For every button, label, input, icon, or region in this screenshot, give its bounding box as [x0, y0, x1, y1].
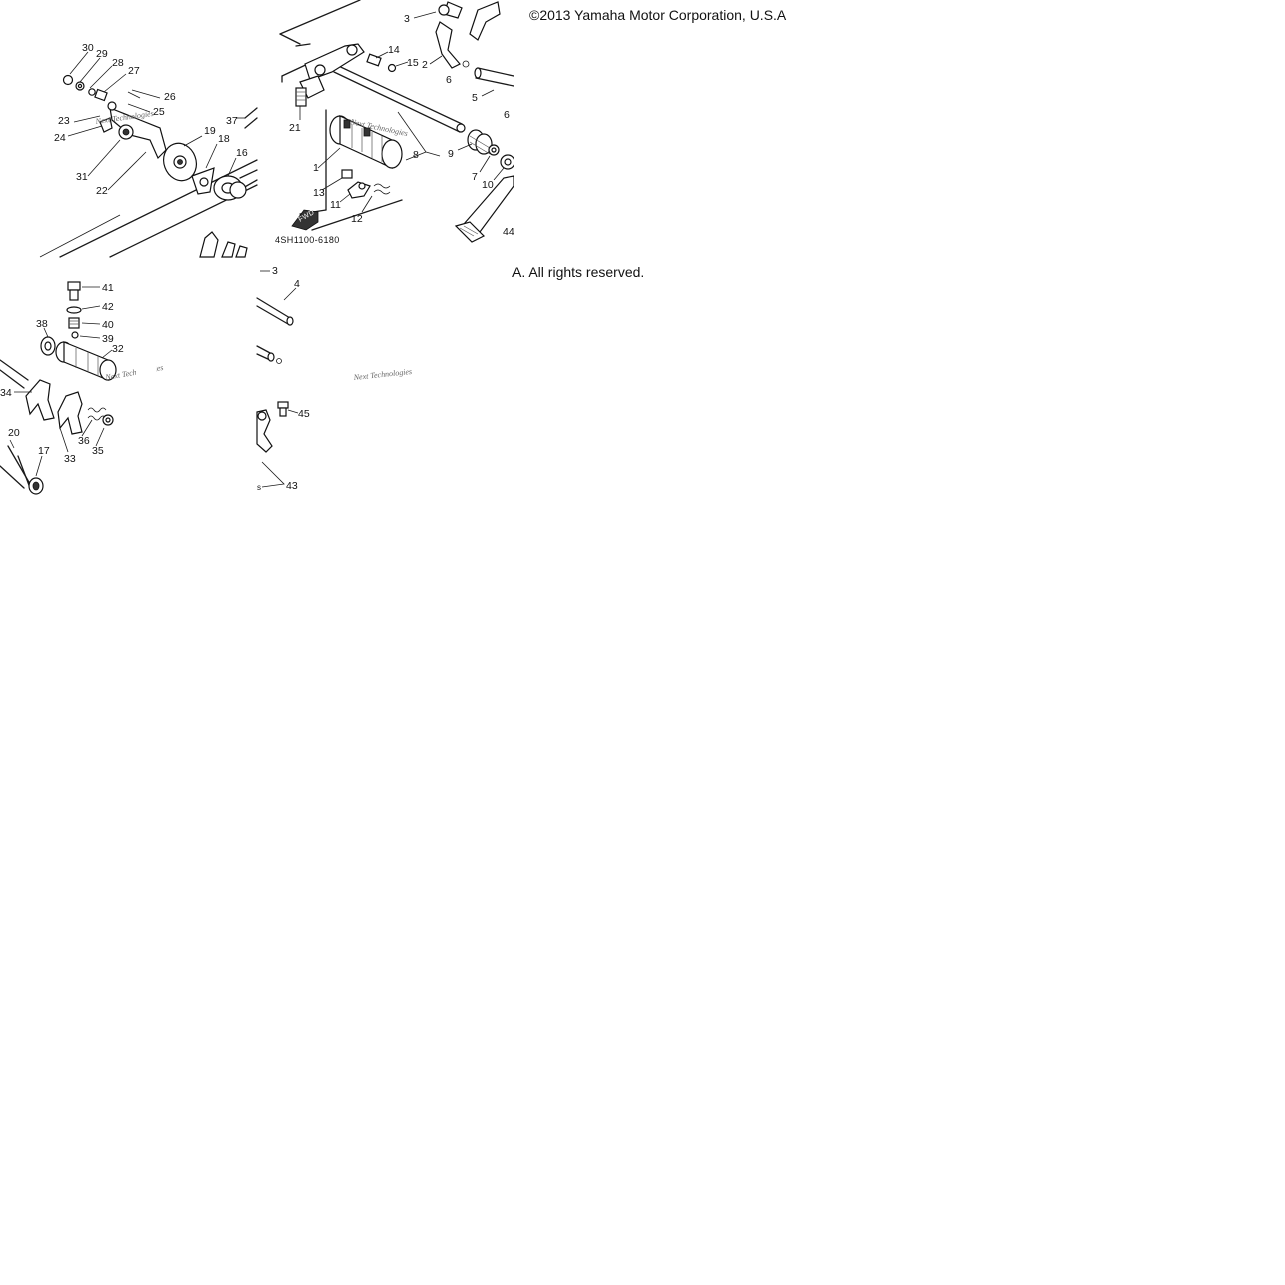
- callout-39: 39: [102, 333, 114, 345]
- callout-16: 16: [236, 147, 248, 159]
- callout-9: 9: [448, 148, 454, 160]
- callout-17: 17: [38, 445, 50, 457]
- watermark-d: Next Technologies: [352, 367, 412, 382]
- callout-10: 10: [482, 179, 494, 191]
- callout-27: 27: [128, 65, 140, 77]
- callout-21: 21: [289, 122, 301, 134]
- callout-6: 6: [446, 74, 452, 86]
- callout-13: 13: [313, 187, 325, 199]
- callout-1: 1: [313, 162, 319, 174]
- callout-37: 37: [226, 115, 238, 127]
- tile-shift-drum-assembly: FWD 3 2 6 5 6 14 15 21 1 8: [275, 0, 516, 245]
- callout-31: 31: [76, 171, 88, 183]
- copyright-text-bottom: A. All rights reserved.: [512, 264, 645, 280]
- diagram-code: 4SH1100-6180: [275, 235, 340, 245]
- callout-35: 35: [92, 445, 104, 457]
- callout-40: 40: [102, 319, 114, 331]
- callout-42: 42: [102, 301, 114, 313]
- callout-12: 12: [351, 213, 363, 225]
- callout-26: 26: [164, 91, 176, 103]
- callout-7: 7: [472, 171, 478, 183]
- callout-2: 2: [422, 59, 428, 71]
- callout-43-stub: s: [257, 483, 261, 492]
- callout-28: 28: [112, 57, 124, 69]
- callout-38: 38: [36, 318, 48, 330]
- callout-36: 36: [78, 435, 90, 447]
- callout-29: 29: [96, 48, 108, 60]
- callout-4: 4: [294, 278, 300, 290]
- tile-shift-fork-assembly: 41 42 40 39 32 38 34 33 36 35 20 17 Next…: [0, 281, 164, 495]
- callout-15: 15: [407, 57, 419, 69]
- callout-3: 3: [404, 13, 410, 25]
- callout-43: 43: [286, 480, 298, 492]
- callout-34: 34: [0, 387, 12, 399]
- callout-5: 5: [472, 92, 478, 104]
- callout-23: 23: [58, 115, 70, 127]
- fwd-arrow-icon: FWD: [291, 209, 319, 231]
- tile-shift-shaft-detail: s 3 4 45 43 Next Technologies: [256, 265, 412, 492]
- callout-22: 22: [96, 185, 108, 197]
- callout-30: 30: [82, 42, 94, 54]
- callout-45: 45: [298, 408, 310, 420]
- callout-18: 18: [218, 133, 230, 145]
- callout-24: 24: [54, 132, 66, 144]
- callout-20: 20: [8, 427, 20, 439]
- callout-3-lower: 3: [272, 265, 278, 277]
- copyright-text-top: ©2013 Yamaha Motor Corporation, U.S.A: [529, 7, 787, 23]
- callout-6b: 6: [504, 109, 510, 121]
- callout-8: 8: [413, 149, 419, 161]
- callout-33: 33: [64, 453, 76, 465]
- callout-32: 32: [112, 343, 124, 355]
- callout-14: 14: [388, 44, 400, 56]
- callout-19: 19: [204, 125, 216, 137]
- callout-11: 11: [330, 199, 341, 211]
- callout-41: 41: [102, 282, 114, 294]
- callout-25: 25: [153, 106, 165, 118]
- tile-shift-lever-assembly: 30 29 28 27 26 25 23 24 31 22 19 18 16 3…: [39, 42, 258, 258]
- callout-44: 44: [503, 226, 515, 238]
